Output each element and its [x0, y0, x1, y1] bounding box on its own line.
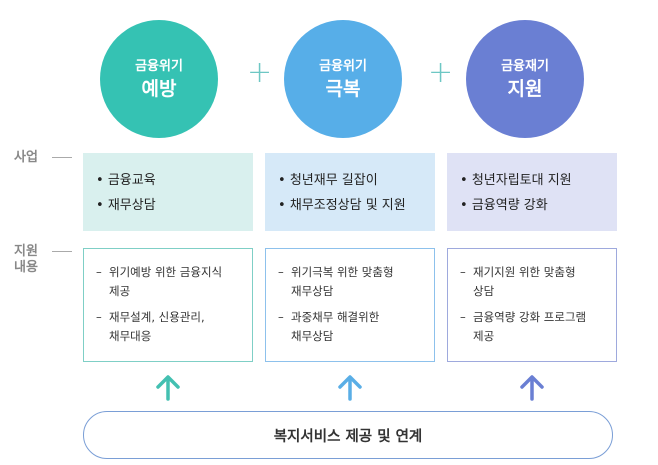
row-label-business: 사업: [14, 150, 38, 165]
business-item-text: 금융역량 강화: [471, 198, 548, 213]
support-item-text: 금융역량 강화 프로그램 제공: [473, 310, 587, 343]
row-label-support-tick: [52, 251, 72, 252]
support-item: –재무설계, 신용관리, 채무대응: [96, 308, 244, 346]
circle-overcome: 금융위기 극복: [284, 20, 402, 138]
business-item-text: 청년자립토대 지원: [471, 173, 572, 188]
plus-sign-2: +: [428, 55, 454, 90]
bullet: •: [460, 198, 468, 213]
business-item: • 금융역량 강화: [460, 193, 617, 218]
business-item: • 청년자립토대 지원: [460, 168, 617, 193]
welfare-service-pill: 복지서비스 제공 및 연계: [83, 411, 613, 459]
support-box-overcome: –위기극복 위한 맞춤형 재무상담 –과중채무 해결위한 채무상담: [265, 248, 435, 362]
dash: –: [278, 310, 284, 324]
support-item-text: 위기극복 위한 맞춤형 재무상담: [291, 265, 394, 298]
business-item: • 재무상담: [96, 193, 253, 218]
support-item-text: 위기예방 위한 금융지식 제공: [109, 265, 223, 298]
support-item: –과중채무 해결위한 채무상담: [278, 308, 426, 346]
circle-overcome-small: 금융위기: [319, 58, 367, 74]
arrow-up-icon: [520, 375, 544, 401]
dash: –: [96, 265, 102, 279]
dash: –: [460, 265, 466, 279]
business-box-prevention: • 금융교육 • 재무상담: [83, 153, 253, 231]
business-item: • 채무조정상담 및 지원: [278, 193, 435, 218]
circle-prevention: 금융위기 예방: [100, 20, 218, 138]
business-item-text: 채무조정상담 및 지원: [289, 198, 406, 213]
business-item: • 청년재무 길잡이: [278, 168, 435, 193]
bullet: •: [96, 173, 104, 188]
plus-sign-1: +: [247, 55, 273, 90]
bullet: •: [278, 173, 286, 188]
support-item: –위기예방 위한 금융지식 제공: [96, 263, 244, 301]
row-label-business-tick: [52, 157, 72, 158]
circle-recovery: 금융재기 지원: [466, 20, 584, 138]
support-box-recovery: –재기지원 위한 맞춤형 상담 –금융역량 강화 프로그램 제공: [447, 248, 617, 362]
dash: –: [96, 310, 102, 324]
circle-prevention-small: 금융위기: [135, 58, 183, 74]
dash: –: [460, 310, 466, 324]
support-item: –위기극복 위한 맞춤형 재무상담: [278, 263, 426, 301]
support-item: –금융역량 강화 프로그램 제공: [460, 308, 608, 346]
row-label-support: 지원 내용: [14, 244, 38, 275]
business-item-text: 청년재무 길잡이: [289, 173, 378, 188]
bullet: •: [460, 173, 468, 188]
arrow-up-icon: [338, 375, 362, 401]
business-item-text: 금융교육: [107, 173, 156, 188]
support-item-text: 재기지원 위한 맞춤형 상담: [473, 265, 576, 298]
bullet: •: [278, 198, 286, 213]
dash: –: [278, 265, 284, 279]
arrow-up-icon: [156, 375, 180, 401]
support-item-text: 과중채무 해결위한 채무상담: [291, 310, 380, 343]
support-item-text: 재무설계, 신용관리, 채무대응: [109, 310, 205, 343]
circle-prevention-big: 예방: [141, 77, 177, 100]
support-box-prevention: –위기예방 위한 금융지식 제공 –재무설계, 신용관리, 채무대응: [83, 248, 253, 362]
circle-overcome-big: 극복: [325, 77, 361, 100]
bullet: •: [96, 198, 104, 213]
business-box-overcome: • 청년재무 길잡이 • 채무조정상담 및 지원: [265, 153, 435, 231]
support-item: –재기지원 위한 맞춤형 상담: [460, 263, 608, 301]
business-item-text: 재무상담: [107, 198, 156, 213]
business-box-recovery: • 청년자립토대 지원 • 금융역량 강화: [447, 153, 617, 231]
circle-recovery-small: 금융재기: [501, 58, 549, 74]
business-item: • 금융교육: [96, 168, 253, 193]
circle-recovery-big: 지원: [507, 77, 543, 100]
